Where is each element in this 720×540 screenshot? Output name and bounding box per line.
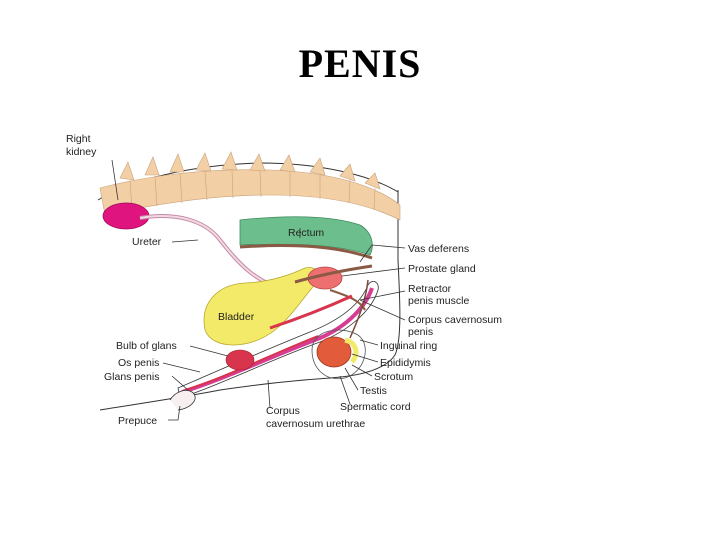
label-retractor: Retractor: [408, 283, 452, 295]
testis: [316, 336, 352, 368]
label-retractor-2: penis muscle: [408, 295, 469, 307]
slide-title: PENIS: [298, 41, 422, 86]
bulb-of-glans: [225, 349, 255, 371]
retractor-penis-muscle: [329, 289, 366, 311]
label-corpus-cavernosum-penis: Corpus cavernosum: [408, 314, 502, 326]
label-ureter: Ureter: [132, 236, 162, 248]
leader-lines: [111, 159, 406, 421]
label-corpus-cavernosum-urethrae-2: cavernosum urethrae: [266, 418, 365, 430]
urethra: [181, 287, 374, 394]
label-testis: Testis: [360, 385, 387, 397]
label-inguinal-ring: Inguinal ring: [380, 340, 437, 352]
label-bladder: Bladder: [218, 311, 255, 323]
prepuce: [169, 390, 196, 411]
label-vas-deferens: Vas deferens: [408, 243, 469, 255]
label-scrotum: Scrotum: [374, 371, 413, 383]
penis-shaft-outer: [177, 281, 379, 399]
spermatic-cord: [349, 279, 369, 339]
label-glans-penis: Glans penis: [104, 371, 159, 383]
label-os-penis: Os penis: [118, 357, 159, 369]
scrotum: [311, 329, 366, 380]
label-prostate-gland: Prostate gland: [408, 263, 476, 275]
label-spermatic-cord: Spermatic cord: [340, 401, 411, 413]
label-rectum: Rectum: [288, 227, 324, 239]
vertebral-column: [99, 151, 401, 221]
label-corpus-cavernosum-urethrae: Corpus: [266, 405, 300, 417]
label-right-kidney: Right: [66, 133, 91, 145]
epididymis: [344, 337, 359, 364]
label-bulb-of-glans: Bulb of glans: [116, 340, 177, 352]
label-epididymis: Epididymis: [380, 357, 431, 369]
label-right-kidney-2: kidney: [66, 146, 97, 158]
label-prepuce: Prepuce: [118, 415, 157, 427]
label-corpus-cavernosum-penis-2: penis: [408, 326, 433, 338]
corpus-cavernosum-penis: [269, 294, 353, 330]
